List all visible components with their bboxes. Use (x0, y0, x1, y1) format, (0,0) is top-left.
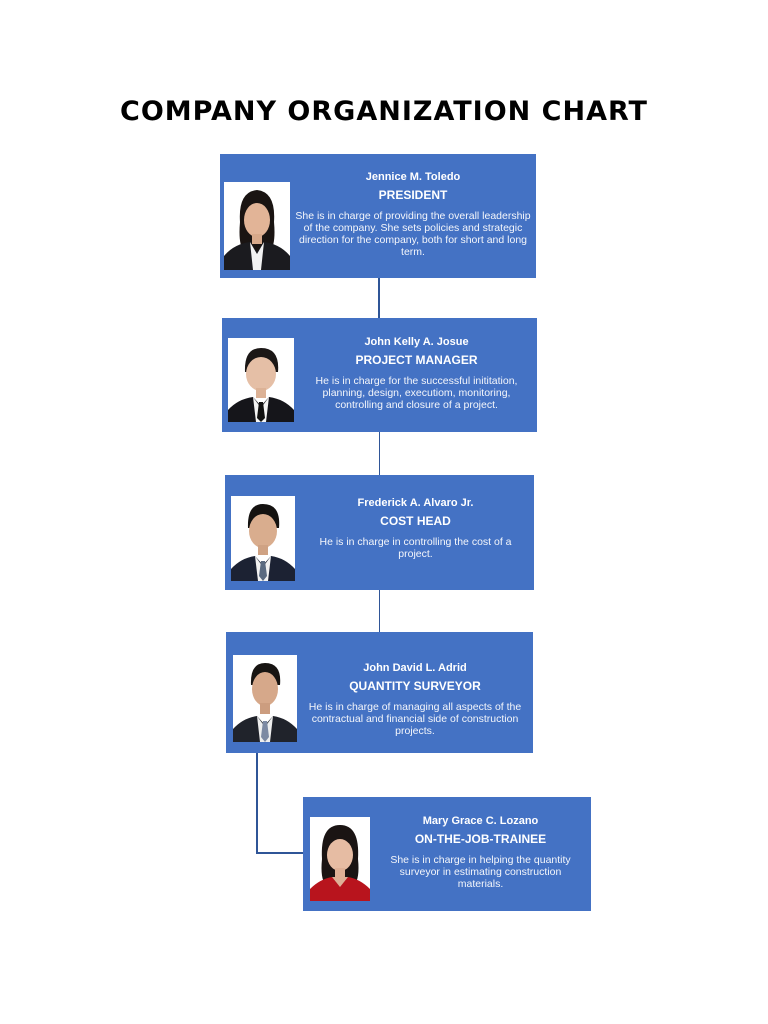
member-description: She is in charge of providing the overal… (295, 210, 531, 258)
member-name: Frederick A. Alvaro Jr. (357, 497, 474, 509)
org-node-quantity-surveyor: John David L. Adrid QUANTITY SURVEYOR He… (226, 632, 533, 753)
member-role: PROJECT MANAGER (355, 353, 478, 367)
profile-photo (224, 182, 290, 270)
member-role: PRESIDENT (378, 188, 448, 202)
profile-photo (231, 496, 295, 581)
member-name: Jennice M. Toledo (365, 171, 461, 183)
org-node-on-the-job-trainee: Mary Grace C. Lozano ON-THE-JOB-TRAINEE … (303, 797, 591, 911)
member-description: He is in charge in controlling the cost … (319, 536, 512, 560)
org-node-cost-head: Frederick A. Alvaro Jr. COST HEAD He is … (225, 475, 534, 590)
connector-costhead-surveyor (379, 590, 380, 632)
org-node-project-manager: John Kelly A. Josue PROJECT MANAGER He i… (222, 318, 537, 432)
member-role: QUANTITY SURVEYOR (349, 679, 481, 693)
connector-president-manager (378, 278, 380, 318)
profile-photo (233, 655, 297, 742)
profile-photo (228, 338, 294, 422)
member-description: She is in charge in helping the quantity… (390, 854, 571, 890)
member-name: John David L. Adrid (363, 662, 467, 674)
page-title: COMPANY ORGANIZATION CHART (120, 96, 648, 127)
member-description: He is in charge of managing all aspects … (308, 701, 522, 737)
member-name: Mary Grace C. Lozano (422, 815, 539, 827)
profile-photo (310, 817, 370, 901)
member-role: ON-THE-JOB-TRAINEE (414, 832, 547, 846)
member-description: He is in charge for the successful initi… (315, 375, 518, 411)
connector-surveyor-trainee-horizontal (256, 852, 304, 854)
connector-manager-costhead (379, 432, 380, 475)
member-role: COST HEAD (380, 514, 451, 528)
member-name: John Kelly A. Josue (364, 336, 469, 348)
org-node-president: Jennice M. Toledo PRESIDENT She is in ch… (220, 154, 536, 278)
connector-surveyor-trainee-vertical (256, 753, 258, 854)
